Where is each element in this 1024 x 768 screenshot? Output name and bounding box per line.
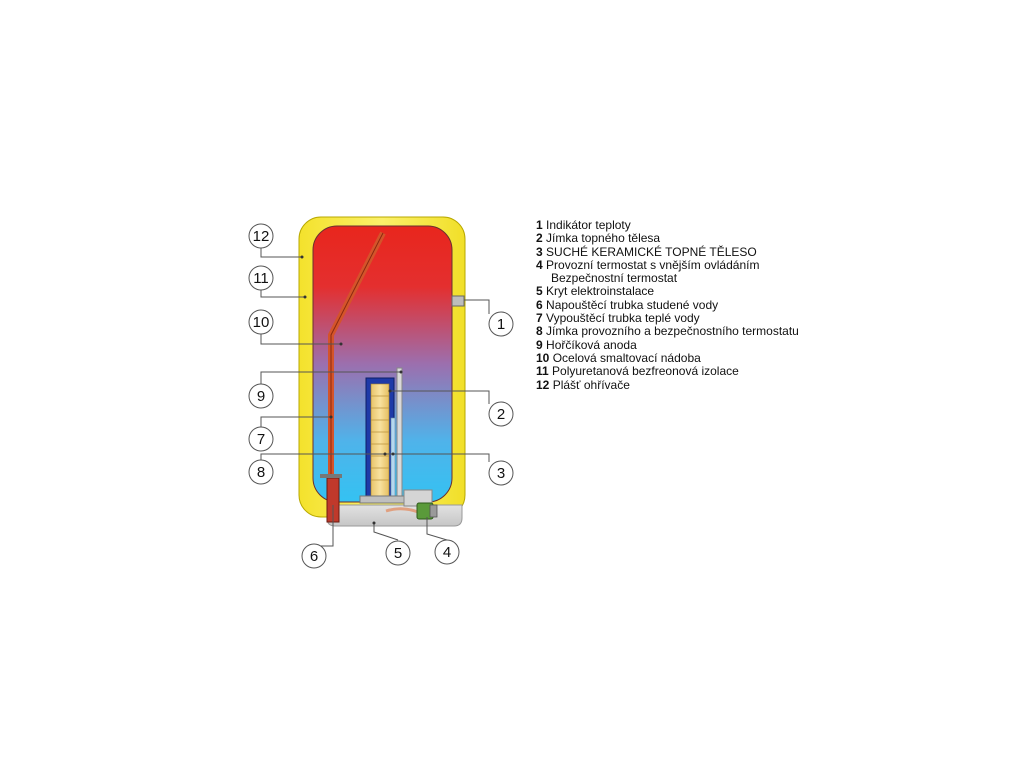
parts-legend: 1 Indikátor teploty 2 Jímka topného těle…: [536, 218, 799, 392]
leader-dots: [300, 255, 403, 525]
svg-text:4: 4: [443, 544, 451, 561]
legend-item-8: 8 Jímka provozního a bezpečnostního term…: [536, 324, 799, 339]
legend-item-7: 7 Vypouštěcí trubka teplé vody: [536, 311, 700, 326]
callout-11: 11: [248, 265, 274, 291]
legend-item-9: 9 Hořčíková anoda: [536, 337, 637, 352]
cold-water-inlet-cap: [320, 474, 342, 478]
callout-4: 4: [434, 539, 460, 565]
temperature-indicator: [451, 295, 465, 307]
thermostat-knob: [429, 504, 438, 518]
heater-coil-lines: [371, 395, 389, 481]
svg-text:7: 7: [257, 431, 265, 448]
legend-item-5: 5 Kryt elektroinstalace: [536, 284, 655, 299]
legend-item-6: 6 Napouštěcí trubka studené vody: [536, 297, 719, 312]
callout-10: 10: [248, 309, 274, 335]
callout-7: 7: [248, 426, 274, 452]
callout-5: 5: [385, 540, 411, 566]
callout-12: 12: [248, 223, 274, 249]
svg-text:1: 1: [497, 316, 505, 333]
callout-9: 9: [248, 383, 274, 409]
callout-3: 3: [488, 460, 514, 486]
magnesium-anode: [396, 367, 403, 499]
svg-text:11: 11: [253, 270, 269, 287]
legend-item-1: 1 Indikátor teploty: [536, 218, 631, 232]
hot-water-pipe-edge: [330, 232, 384, 505]
legend-item-11: 11 Polyuretanová bezfreonová izolace: [536, 364, 739, 379]
ceramic-heater: [370, 383, 390, 497]
svg-text:8: 8: [257, 464, 265, 481]
callout-6: 6: [301, 543, 327, 569]
svg-text:2: 2: [497, 406, 505, 423]
svg-text:10: 10: [253, 314, 270, 331]
leader-lines: [260, 248, 490, 547]
svg-text:9: 9: [257, 388, 265, 405]
callout-8: 8: [248, 459, 274, 485]
thermostat-well: [390, 417, 396, 497]
legend-item-4-continuation: Bezpečnostní termostat: [551, 271, 678, 286]
svg-text:6: 6: [310, 548, 318, 565]
legend-item-3: 3 SUCHÉ KERAMICKÉ TOPNÉ TĚLESO: [536, 244, 757, 259]
legend-item-4: 4 Provozní termostat s vnějším ovládáním: [536, 257, 760, 272]
svg-text:3: 3: [497, 465, 505, 482]
legend-item-12: 12 Plášť ohřívače: [536, 377, 630, 392]
callout-1: 1: [488, 311, 514, 337]
legend-item-2: 2 Jímka topného tělesa: [536, 231, 661, 246]
thermostat-cable: [385, 507, 419, 514]
legend-item-10: 10 Ocelová smaltovací nádoba: [536, 350, 701, 365]
svg-text:5: 5: [394, 545, 402, 562]
svg-text:12: 12: [253, 228, 270, 245]
callout-2: 2: [488, 401, 514, 427]
